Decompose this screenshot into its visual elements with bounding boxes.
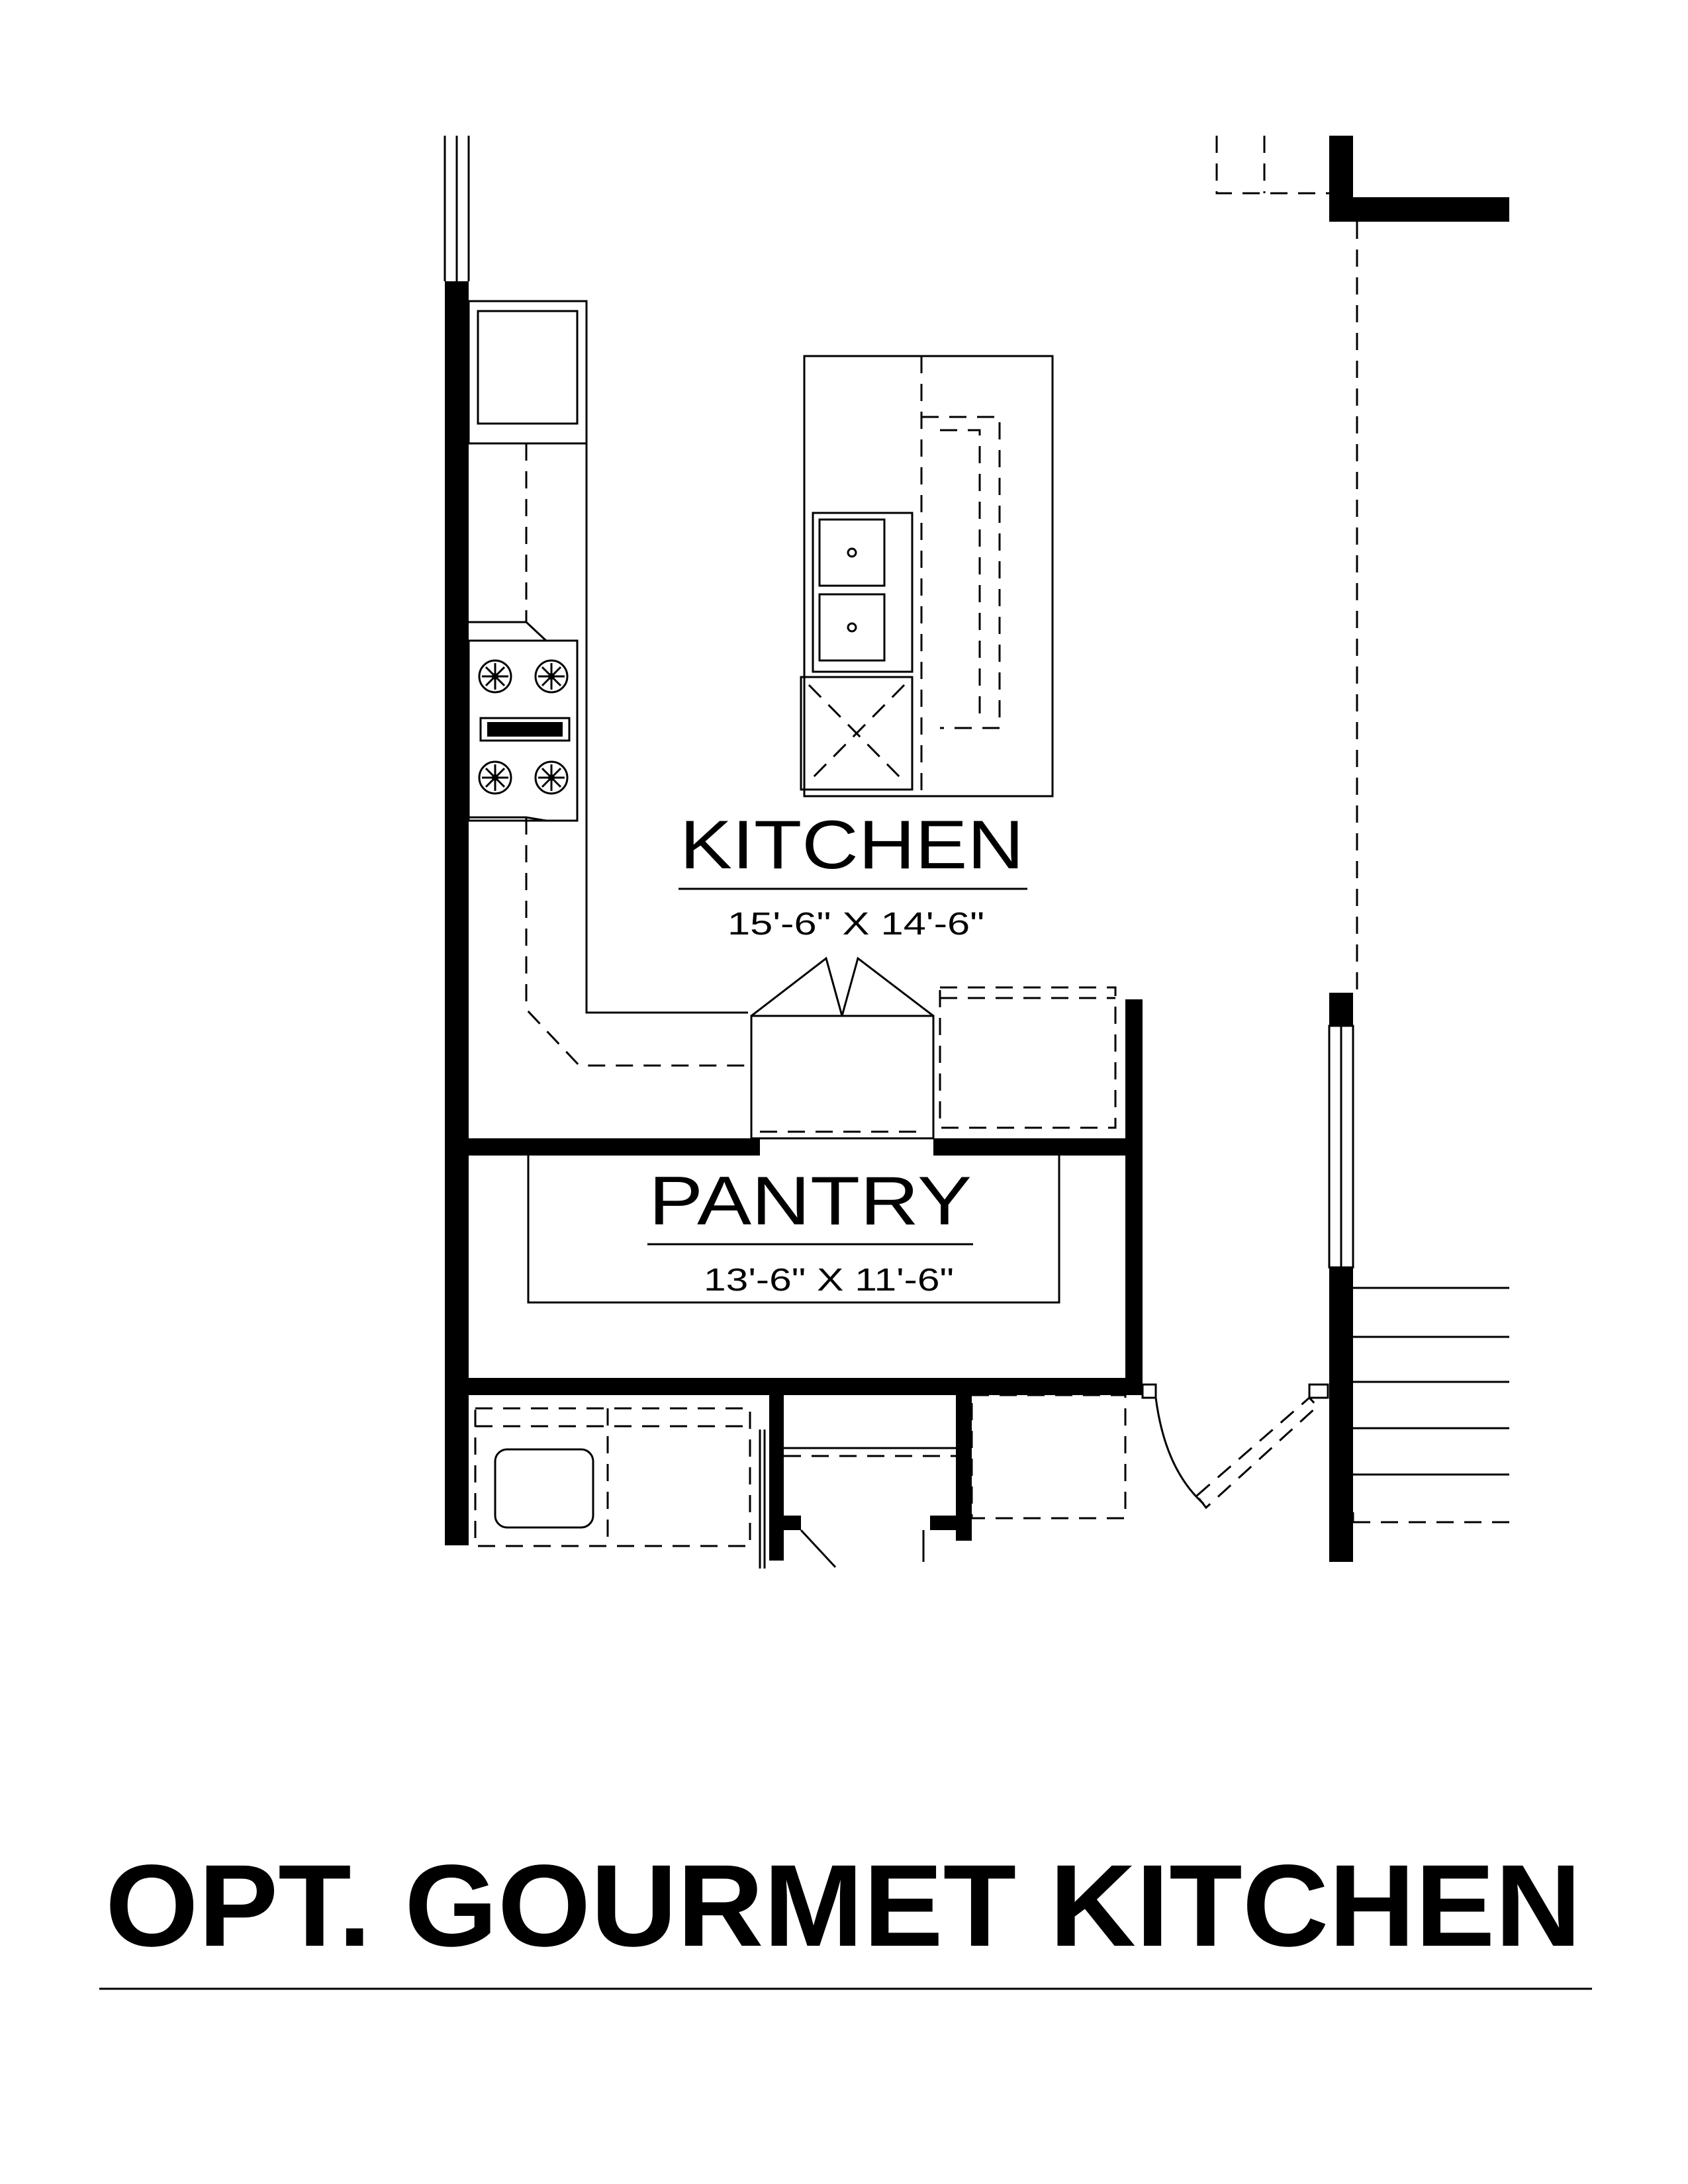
griddle <box>479 717 571 742</box>
pantry-bottom-wall <box>469 1378 1143 1395</box>
right-exterior-wall-upper <box>1329 993 1353 1026</box>
perimeter-counter <box>525 443 748 1067</box>
closet <box>784 1447 956 1569</box>
hall-door <box>970 1383 1329 1520</box>
cabinet-right <box>939 986 1117 1129</box>
stairs <box>1352 1287 1509 1524</box>
overhead-outline <box>1215 136 1358 993</box>
burner-icon <box>534 760 569 795</box>
pantry-room-dimensions: 13'-6" X 11'-6" <box>704 1263 954 1298</box>
sink <box>812 512 914 673</box>
dishwasher <box>800 676 914 791</box>
burner-icon <box>478 659 512 694</box>
title-block: OPT. GOURMET KITCHEN <box>99 1841 1592 1990</box>
range <box>467 621 579 822</box>
kitchen-label: KITCHEN 15'-6" X 14'-6" <box>679 807 1027 942</box>
plan-title: OPT. GOURMET KITCHEN <box>105 1841 1581 1971</box>
pantry-shelving <box>527 1156 1060 1304</box>
closet-jamb-left <box>769 1516 801 1530</box>
left-exterior-wall <box>445 281 469 1545</box>
pantry-label: PANTRY 13'-6" X 11'-6" <box>647 1163 973 1298</box>
pantry-top-wall-right <box>933 1138 1132 1156</box>
pantry-double-door <box>750 956 935 1140</box>
corner-wall-horizontal <box>1329 197 1509 222</box>
window-right <box>1328 1024 1354 1269</box>
laundry-area <box>474 1407 766 1569</box>
refrigerator <box>467 300 588 445</box>
walls <box>445 136 1509 1562</box>
pantry-right-wall <box>1125 999 1143 1383</box>
kitchen-room-name: KITCHEN <box>680 807 1024 884</box>
pantry-room-name: PANTRY <box>649 1163 972 1240</box>
burner-icon <box>478 760 512 795</box>
closet-jamb-right <box>930 1516 972 1530</box>
burner-icon <box>534 659 569 694</box>
window-top-left <box>444 136 470 281</box>
kitchen-island <box>800 355 1054 797</box>
pantry-top-wall-left <box>469 1138 760 1156</box>
closet-wall-left <box>769 1395 784 1561</box>
kitchen-room-dimensions: 15'-6" X 14'-6" <box>727 907 984 942</box>
right-exterior-wall-lower <box>1329 1267 1353 1562</box>
